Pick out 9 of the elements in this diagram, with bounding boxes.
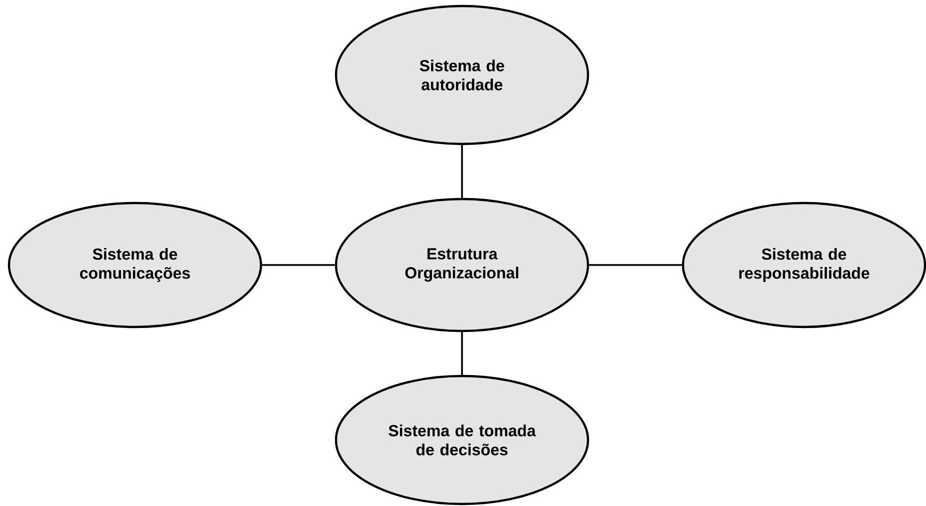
ellipse-node: Estrutura Organizacional xyxy=(334,198,590,332)
ellipse-node: Sistema de comunicações xyxy=(8,202,262,328)
connector-line xyxy=(589,264,682,266)
ellipse-node: Sistema de responsabilidade xyxy=(682,202,926,328)
connector-line xyxy=(461,332,463,375)
connector-line xyxy=(461,145,463,198)
ellipse-node: Sistema de tomada de decisões xyxy=(334,374,590,506)
connector-line xyxy=(262,264,335,266)
ellipse-node: Sistema de autoridade xyxy=(334,4,590,146)
